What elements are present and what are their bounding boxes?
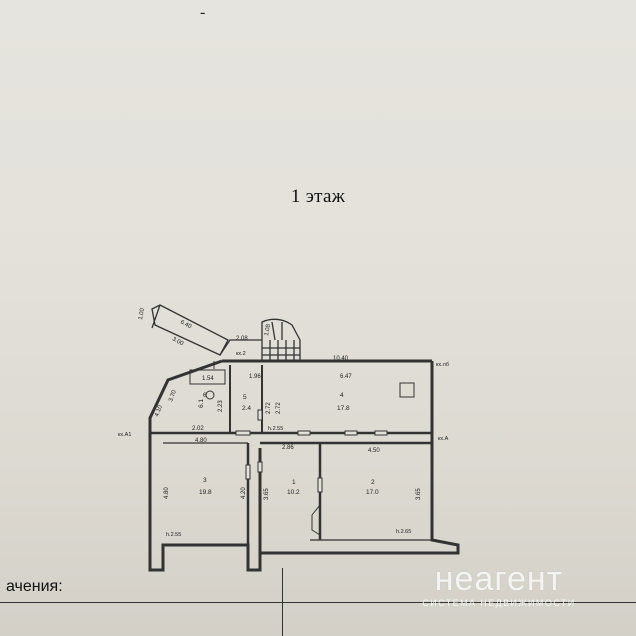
room5-area: 2.4 (242, 405, 251, 412)
dim-landing-w: 2.08 (236, 336, 248, 342)
header-mark: - (200, 4, 206, 21)
room3-dim-top: 4.80 (195, 438, 207, 444)
room5-number: 5 (243, 394, 247, 401)
notes-row: ачения: (0, 568, 636, 636)
exterior-stairs (151, 304, 301, 362)
room1-area: 10.2 (287, 489, 300, 496)
room6-number: 6 (203, 392, 207, 399)
marker-room4-level: h.2.55 (268, 426, 283, 432)
room4-dim-top: 6.47 (340, 374, 352, 380)
room2-dim-top: 4.50 (368, 448, 380, 454)
marker-ks2: кх.2 (236, 351, 246, 357)
room3-dim-left: 4.80 (164, 487, 170, 499)
watermark: неагент СИСТЕМА НЕДВИЖИМОСТИ (404, 560, 594, 608)
room1-dim-top: 2.86 (282, 445, 294, 451)
room1-dim-left: 3.65 (264, 488, 270, 500)
room6-area: 6.1 (198, 399, 205, 408)
dim-top-right: 10.40 (333, 356, 349, 362)
room2-number: 2 (371, 479, 375, 486)
dim-stair-bottom: 3.00 (171, 336, 185, 347)
doors (235, 409, 388, 493)
room3-area: 19.8 (199, 489, 212, 496)
room2-area: 17.0 (366, 489, 379, 496)
dim-stair-top: 6.40 (179, 319, 193, 330)
room6-dim-top: 1.54 (202, 376, 214, 382)
room6-dim-bottom: 2.02 (192, 426, 204, 432)
marker-bottom-left: h.2.55 (166, 532, 181, 538)
notes-label: ачения: (6, 578, 63, 595)
notes-divider (282, 568, 283, 636)
dim-left-diag: 3.70 (168, 389, 178, 403)
watermark-tagline: СИСТЕМА НЕДВИЖИМОСТИ (422, 598, 576, 608)
room5-dim-right: 2.72 (266, 402, 272, 414)
marker-left: кх.А1 (118, 432, 131, 438)
room6-dim-left: 2.23 (218, 400, 224, 412)
room4-dim-left: 2.72 (276, 402, 282, 414)
room5-dim-top: 1.96 (249, 374, 261, 380)
room3-dim-right: 4.20 (241, 487, 247, 499)
marker-bottom-right: h.2.65 (396, 529, 411, 535)
upper-block-walls (148, 359, 434, 435)
dim-left-small: 4.10 (154, 404, 164, 418)
floor-title: 1 этаж (290, 186, 346, 207)
lower-block-walls (148, 433, 460, 572)
room4-area: 17.8 (337, 405, 350, 412)
marker-top-right: кх.лб (436, 362, 449, 368)
dim-stair-side: 1.00 (138, 307, 146, 320)
watermark-logo: неагент (434, 560, 564, 598)
room3-number: 3 (203, 477, 207, 484)
dim-landing-h: 1.08 (264, 323, 272, 336)
room2-dim-right: 3.65 (416, 488, 422, 500)
room4-number: 4 (340, 392, 344, 399)
marker-right: кх.А (438, 436, 449, 442)
room1-number: 1 (292, 479, 296, 486)
notes-rule (0, 602, 636, 603)
